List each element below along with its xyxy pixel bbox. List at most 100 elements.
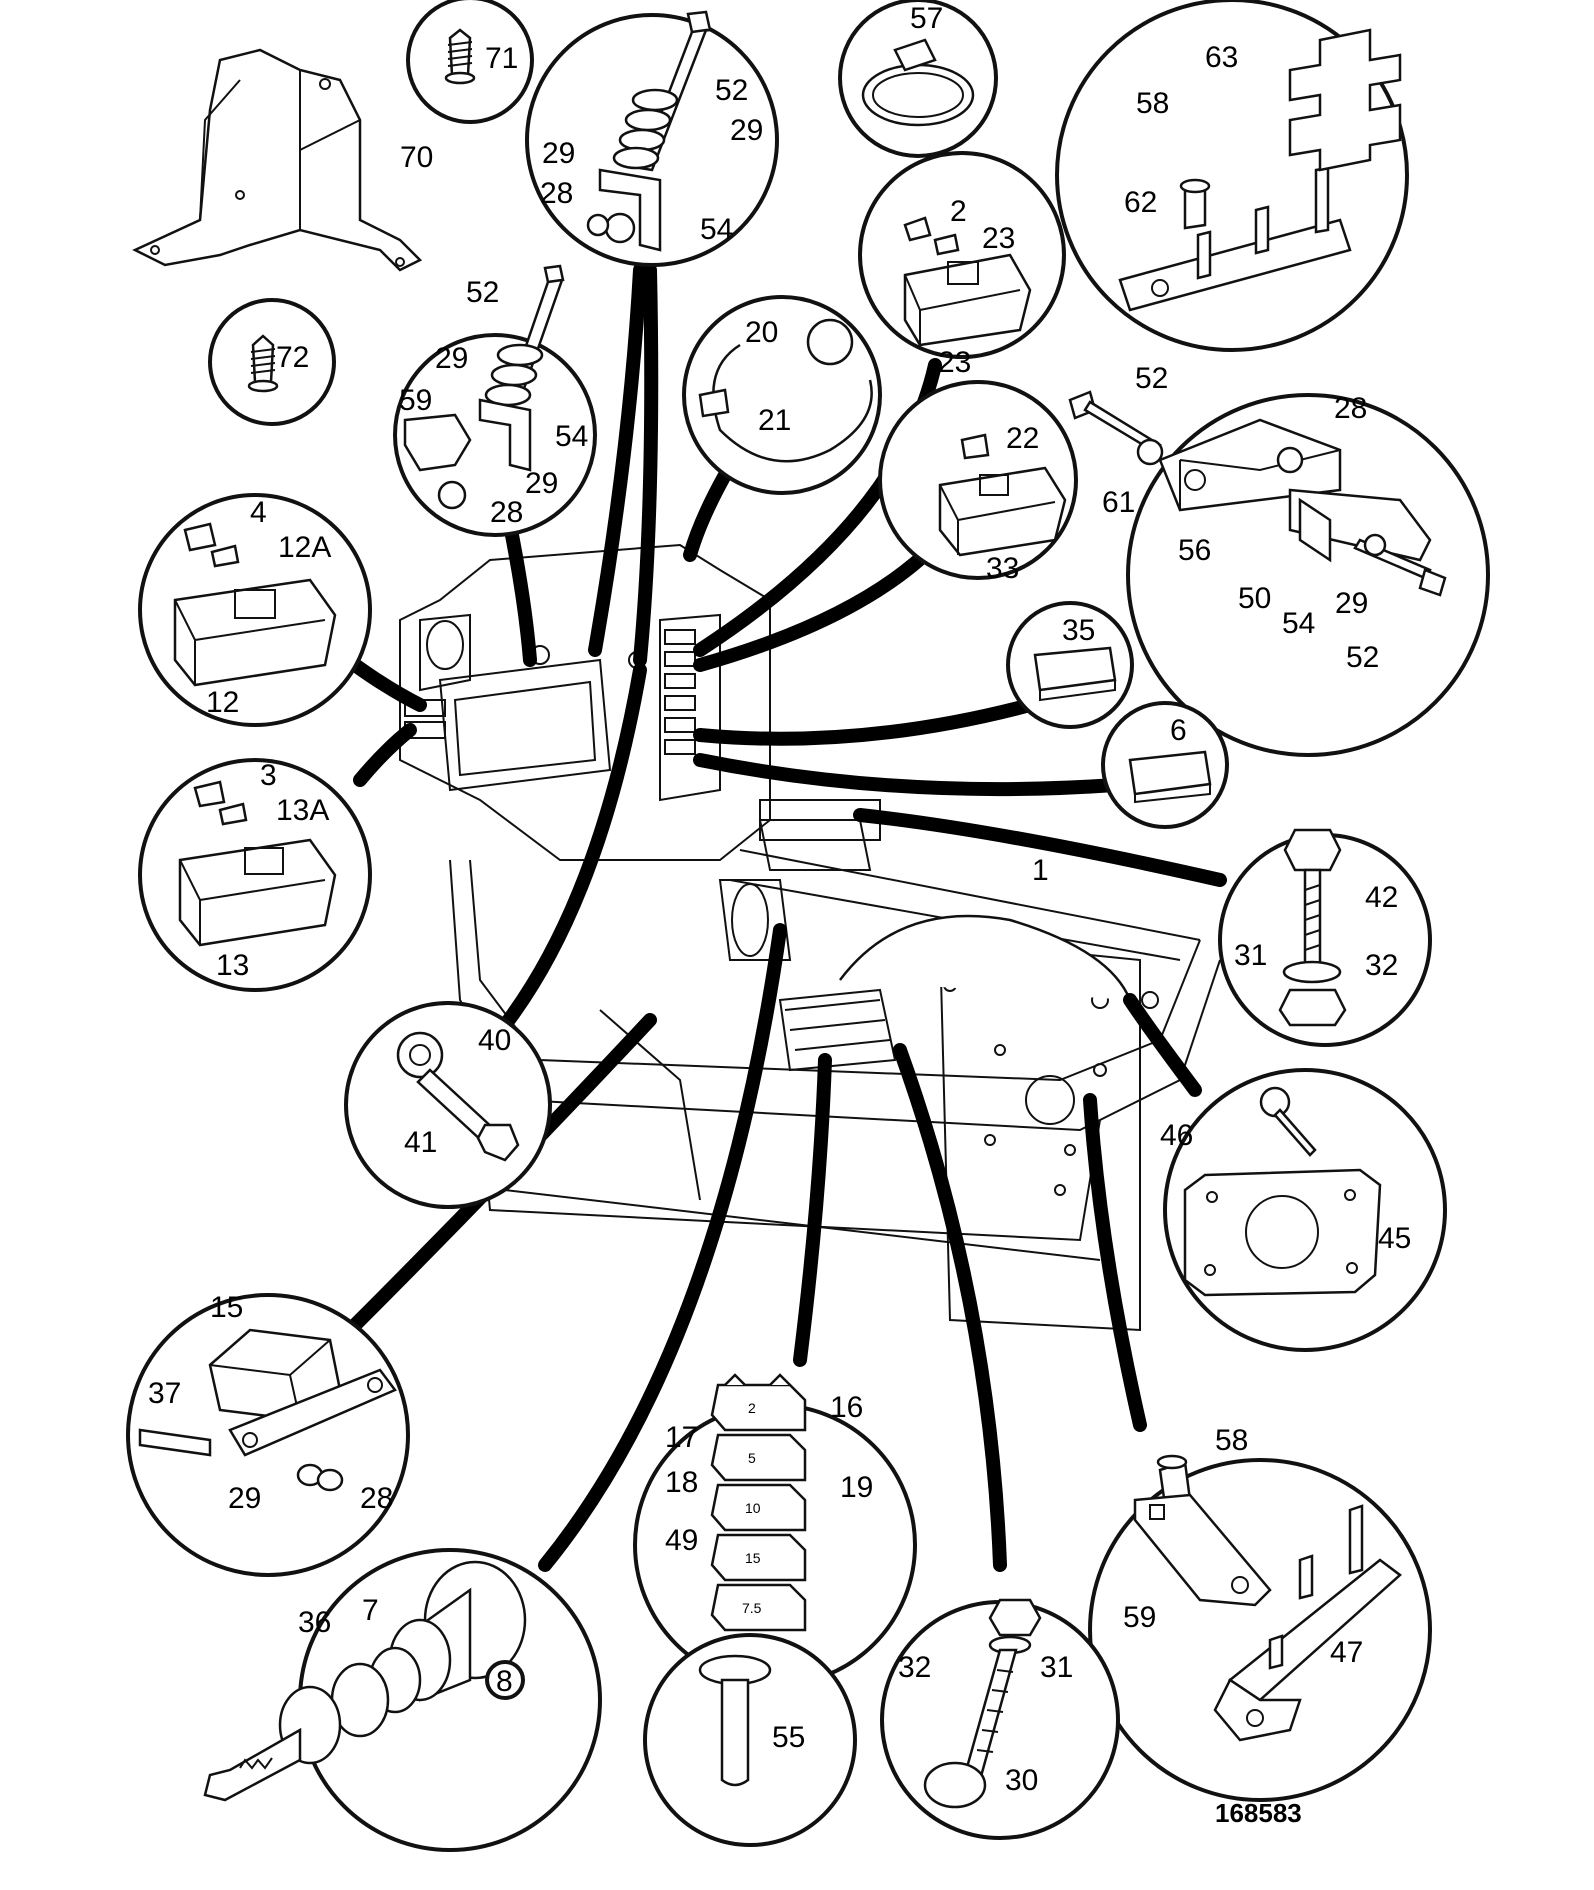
bolt-40: [396, 1031, 520, 1162]
label-58-top: 58: [1136, 87, 1169, 120]
label-54-top: 54: [700, 213, 733, 246]
label-56: 56: [1178, 534, 1211, 567]
label-33: 33: [986, 552, 1019, 585]
label-32-right: 32: [1365, 949, 1398, 982]
label-58-bottom: 58: [1215, 1424, 1248, 1457]
label-12: 12: [206, 686, 239, 719]
label-72: 72: [276, 341, 309, 374]
label-23-top: 23: [982, 222, 1015, 255]
insert-35: [1033, 646, 1117, 702]
label-19: 19: [840, 1471, 873, 1504]
label-45: 45: [1378, 1222, 1411, 1255]
label-28-mid: 28: [490, 496, 523, 529]
label-30: 30: [1005, 1764, 1038, 1797]
label-52-mid: 52: [466, 276, 499, 309]
screw-71: [444, 28, 476, 85]
label-28-right: 28: [1334, 392, 1367, 425]
label-4: 4: [250, 496, 267, 529]
label-52-right-top: 52: [1135, 362, 1168, 395]
part-bracket-70: [132, 48, 423, 272]
label-36: 36: [298, 1606, 331, 1639]
label-29-top-right: 29: [730, 114, 763, 147]
label-29-top-left: 29: [542, 137, 575, 170]
label-13a: 13A: [276, 794, 329, 827]
stud-plate-62: [1118, 28, 1402, 312]
label-29-right: 29: [1335, 587, 1368, 620]
label-55: 55: [772, 1721, 805, 1754]
label-3: 3: [260, 759, 277, 792]
fuse-mark-10: 10: [745, 1500, 761, 1516]
label-52-top: 52: [715, 74, 748, 107]
label-8: 8: [496, 1665, 513, 1698]
relay-15: [138, 1328, 397, 1492]
label-28-top: 28: [540, 177, 573, 210]
drawing-number: 168583: [1215, 1798, 1302, 1828]
hose-clamp-57: [861, 38, 975, 127]
label-59-bottom: 59: [1123, 1601, 1156, 1634]
fuse-stack: 2 5 10 15 7.5: [710, 1373, 807, 1632]
switch-23: [903, 216, 1032, 347]
label-54-mid: 54: [555, 420, 588, 453]
label-41: 41: [404, 1126, 437, 1159]
label-54-right: 54: [1282, 607, 1315, 640]
label-15: 15: [210, 1291, 243, 1324]
label-35: 35: [1062, 614, 1095, 647]
label-29-mid-top: 29: [435, 342, 468, 375]
leader-lines: [348, 263, 1227, 1572]
label-17: 17: [665, 1421, 698, 1454]
pin-55: [698, 1654, 772, 1787]
label-40: 40: [478, 1024, 511, 1057]
bolt-assembly-mid: [403, 264, 565, 510]
fuse-mark-2: 2: [748, 1400, 756, 1416]
label-31-bottom: 31: [1040, 1651, 1073, 1684]
label-57: 57: [910, 2, 943, 35]
label-46: 46: [1160, 1119, 1193, 1152]
switch-12: [173, 522, 337, 687]
label-20: 20: [745, 316, 778, 349]
label-7: 7: [362, 1594, 379, 1627]
label-16: 16: [830, 1391, 863, 1424]
label-71: 71: [485, 42, 518, 75]
label-63: 63: [1205, 41, 1238, 74]
label-59-mid: 59: [399, 384, 432, 417]
bolt-42: [1278, 828, 1347, 1027]
part-labels: 70 71 72 52 29 29 28 54 57 63 58 62 2 23…: [148, 2, 1411, 1828]
fuse-mark-7-5: 7.5: [742, 1600, 762, 1616]
label-50: 50: [1238, 582, 1271, 615]
label-23-bottom: 23: [938, 346, 971, 379]
ignition-switch-7: [203, 1560, 527, 1802]
label-37: 37: [148, 1377, 181, 1410]
label-32-bottom: 32: [898, 1651, 931, 1684]
bolt-assembly-top: [586, 10, 712, 252]
label-31-right: 31: [1234, 939, 1267, 972]
insert-6: [1128, 750, 1212, 804]
label-13: 13: [216, 949, 249, 982]
switch-22: [938, 433, 1067, 557]
label-62: 62: [1124, 186, 1157, 219]
screw-72: [247, 334, 279, 393]
fuse-mark-5: 5: [748, 1450, 756, 1466]
label-47: 47: [1330, 1636, 1363, 1669]
switch-13: [178, 780, 337, 947]
bracket-assembly-56: [1068, 390, 1447, 597]
label-12a: 12A: [278, 531, 331, 564]
label-29-relay: 29: [228, 1482, 261, 1515]
bracket-assembly-47: [1133, 1454, 1402, 1742]
label-28-relay: 28: [360, 1482, 393, 1515]
callout-circles: [126, 0, 1490, 1852]
cable-tie-21: [698, 318, 873, 463]
label-21: 21: [758, 404, 791, 437]
fuse-mark-15: 15: [745, 1550, 761, 1566]
label-52-right-bottom: 52: [1346, 641, 1379, 674]
label-49: 49: [665, 1524, 698, 1557]
label-18: 18: [665, 1466, 698, 1499]
label-2: 2: [950, 195, 967, 228]
label-70: 70: [400, 141, 433, 174]
dashboard-assembly: [399, 543, 1221, 1332]
label-6: 6: [1170, 714, 1187, 747]
label-29-mid-bottom: 29: [525, 467, 558, 500]
label-1: 1: [1032, 854, 1049, 887]
escutcheon-45: [1183, 1086, 1382, 1297]
label-61: 61: [1102, 486, 1135, 519]
